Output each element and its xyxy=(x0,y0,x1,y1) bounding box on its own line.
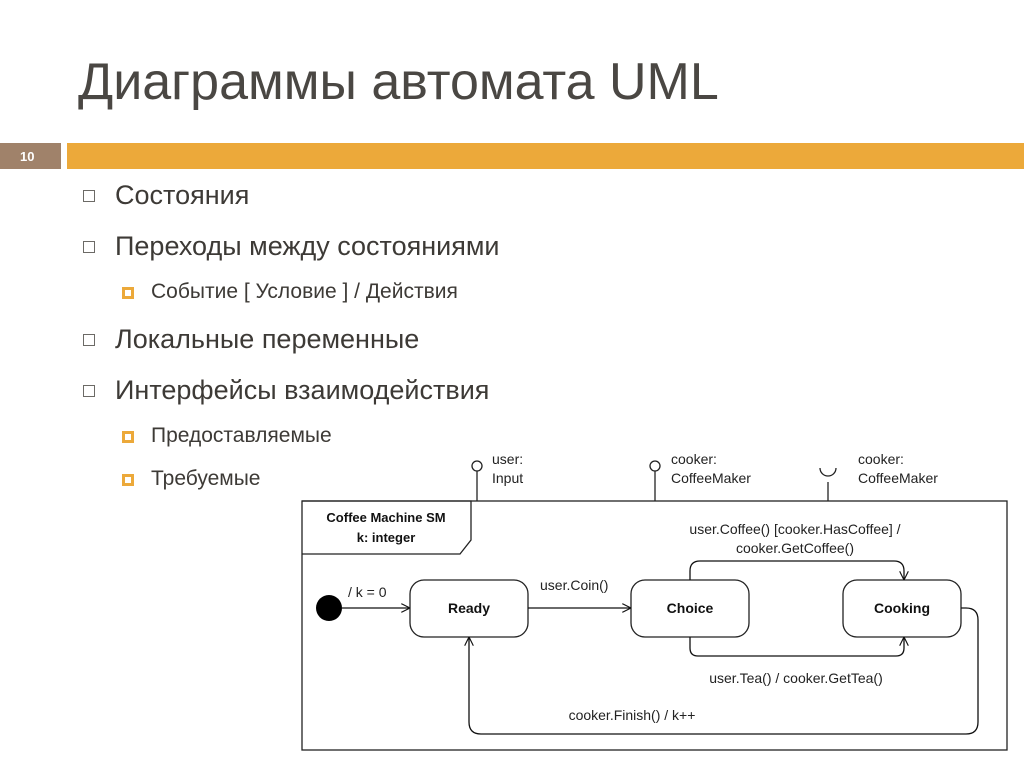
lollipop-icon xyxy=(471,460,483,472)
transition-coffee xyxy=(689,560,904,580)
interface-label-line2: Input xyxy=(492,470,523,486)
orange-square-bullet-icon xyxy=(122,474,134,486)
interface-label-line2: CoffeeMaker xyxy=(671,470,751,486)
transition-finish-label: cooker.Finish() / k++ xyxy=(569,707,696,723)
provided-interface-cooker-coffeemaker: cooker: CoffeeMaker xyxy=(649,451,751,501)
state-cooking-label: Cooking xyxy=(874,600,930,616)
required-interface-cooker-coffeemaker: cooker: CoffeeMaker xyxy=(819,451,938,501)
bullet-text: Локальные переменные xyxy=(115,324,420,354)
lollipop-icon xyxy=(649,460,661,472)
orange-square-bullet-icon xyxy=(122,287,134,299)
transition-finish xyxy=(469,607,979,735)
slide-number-box: 10 xyxy=(0,143,61,169)
slide-title: Диаграммы автомата UML xyxy=(78,53,719,111)
sub-bullet-text: Требуемые xyxy=(151,467,261,490)
frame-name: Coffee Machine SM xyxy=(326,510,445,525)
interface-label-line2: CoffeeMaker xyxy=(858,470,938,486)
bullet-text: Интерфейсы взаимодействия xyxy=(115,375,490,405)
frame-name-tab xyxy=(302,500,472,555)
transition-tea xyxy=(689,637,904,657)
state-choice-label: Choice xyxy=(667,600,714,616)
interface-label-line1: user: xyxy=(492,451,523,467)
transition-coffee-label-line2: cooker.GetCoffee() xyxy=(736,540,854,556)
sub-bullet-text: Событие [ Условие ] / Действия xyxy=(151,280,458,303)
transition-coin-label: user.Coin() xyxy=(540,577,608,593)
interface-label-line1: cooker: xyxy=(671,451,717,467)
slide-number: 10 xyxy=(20,149,35,164)
bullet-text: Переходы между состояниями xyxy=(115,231,500,261)
initial-state-dot xyxy=(316,595,342,621)
provided-interface-user-input: user: Input xyxy=(471,451,523,501)
hollow-square-bullet-icon xyxy=(83,241,95,253)
hollow-square-bullet-icon xyxy=(83,190,95,202)
hollow-square-bullet-icon xyxy=(83,385,95,397)
header-accent-bar xyxy=(67,143,1024,169)
interface-label-line1: cooker: xyxy=(858,451,904,467)
sub-bullet-text: Предоставляемые xyxy=(151,424,332,447)
transition-tea-label: user.Tea() / cooker.GetTea() xyxy=(709,670,883,686)
socket-icon xyxy=(819,467,837,477)
initial-transition-label: / k = 0 xyxy=(348,584,387,600)
hollow-square-bullet-icon xyxy=(83,334,95,346)
bullet-text: Состояния xyxy=(115,180,250,210)
transition-coffee-label-line1: user.Coffee() [cooker.HasCoffee] / xyxy=(689,521,900,537)
orange-square-bullet-icon xyxy=(122,431,134,443)
frame-variable: k: integer xyxy=(357,530,416,545)
state-ready-label: Ready xyxy=(448,600,490,616)
